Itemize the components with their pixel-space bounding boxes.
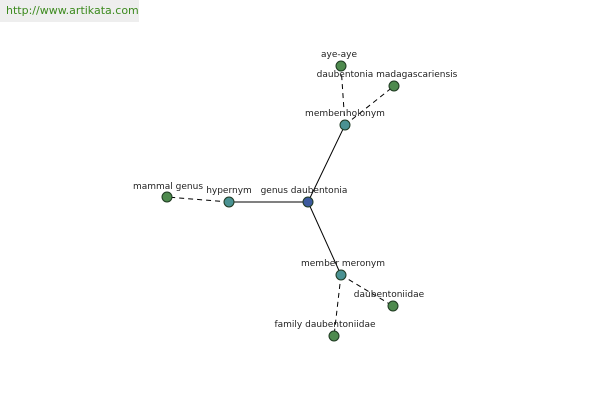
edge-member-holonym-to-aye-aye — [340, 65, 346, 126]
node-label-member-meronym[interactable]: member meronym — [301, 259, 385, 269]
node-daubentoniidae[interactable] — [387, 300, 399, 312]
node-daubentonia-madagascariensis[interactable] — [388, 80, 400, 92]
edges-layer — [166, 65, 395, 337]
node-label-daubentoniidae[interactable]: daubentoniidae — [354, 290, 425, 300]
edge-hypernym-to-mammal-genus — [166, 196, 230, 203]
node-label-aye-aye[interactable]: aye-aye — [321, 50, 357, 60]
node-label-member-holonym[interactable]: member holonym — [305, 109, 385, 119]
source-link[interactable]: http://www.artikata.com — [6, 4, 139, 17]
edge-member-meronym-to-family-daubentoniidae — [333, 274, 342, 337]
node-genus-daubentonia[interactable] — [302, 196, 314, 208]
node-member-holonym[interactable] — [339, 119, 351, 131]
edge-member-meronym-to-daubentoniidae — [340, 274, 394, 307]
node-label-daubentonia-madagascariensis[interactable]: daubentonia madagascariensis — [317, 70, 458, 80]
nodes-layer — [161, 60, 400, 342]
node-hypernym[interactable] — [223, 196, 235, 208]
node-member-meronym[interactable] — [335, 269, 347, 281]
source-banner: http://www.artikata.com — [0, 0, 139, 22]
node-label-hypernym[interactable]: hypernym — [206, 186, 252, 196]
edge-genus-daubentonia-to-member-meronym — [307, 201, 342, 276]
node-family-daubentoniidae[interactable] — [328, 330, 340, 342]
edge-genus-daubentonia-to-member-holonym — [307, 124, 346, 203]
node-label-genus-daubentonia[interactable]: genus daubentonia — [261, 186, 348, 196]
edge-member-holonym-to-daubentonia-madagascariensis — [344, 85, 395, 126]
node-mammal-genus[interactable] — [161, 191, 173, 203]
node-aye-aye[interactable] — [335, 60, 347, 72]
node-label-mammal-genus[interactable]: mammal genus — [133, 182, 203, 192]
node-label-family-daubentoniidae[interactable]: family daubentoniidae — [274, 320, 375, 330]
